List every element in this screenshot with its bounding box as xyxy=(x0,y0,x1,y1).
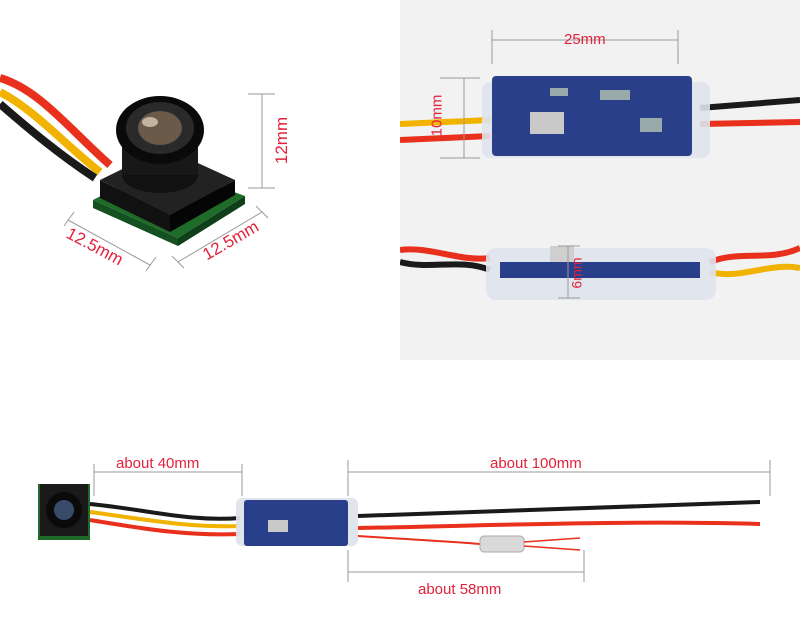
full-assembly-photo xyxy=(38,460,771,582)
transmitter-board-photo xyxy=(400,30,800,300)
board-thickness-label: 6mm xyxy=(568,257,585,289)
full-assembly-panel: about 40mm about 100mm about 58mm xyxy=(0,360,800,634)
width-right-dimension-line xyxy=(177,211,263,263)
lens-glass xyxy=(138,111,182,145)
board-side-pcb xyxy=(500,262,700,278)
camera-height-label: 12mm xyxy=(272,116,292,165)
board-width-label: 10mm xyxy=(428,94,446,137)
camera-closeup-photo xyxy=(0,74,275,272)
red-wire xyxy=(0,74,113,169)
antenna-connector xyxy=(479,535,525,553)
width-left-dimension-line xyxy=(67,219,151,266)
board-length-label: 25mm xyxy=(564,31,606,48)
camera-cable-label: about 40mm xyxy=(116,455,200,472)
output-cable-label: about 100mm xyxy=(490,455,582,472)
output-black-wire xyxy=(357,500,761,518)
assembly-board-pcb xyxy=(244,500,348,546)
camera-closeup-panel: 12mm 12.5mm 12.5mm xyxy=(0,0,400,360)
yellow-wire xyxy=(0,88,103,176)
transmitter-board-panel: 25mm 10mm 6mm xyxy=(400,0,800,360)
black-wire xyxy=(0,100,98,182)
assembly-camera-lens xyxy=(54,500,74,520)
board-top-yellow-wire xyxy=(400,117,491,127)
crystal-component xyxy=(530,112,564,134)
board-top-pcb xyxy=(492,76,692,156)
antenna-label: about 58mm xyxy=(418,581,502,598)
output-red-wire xyxy=(357,520,761,530)
